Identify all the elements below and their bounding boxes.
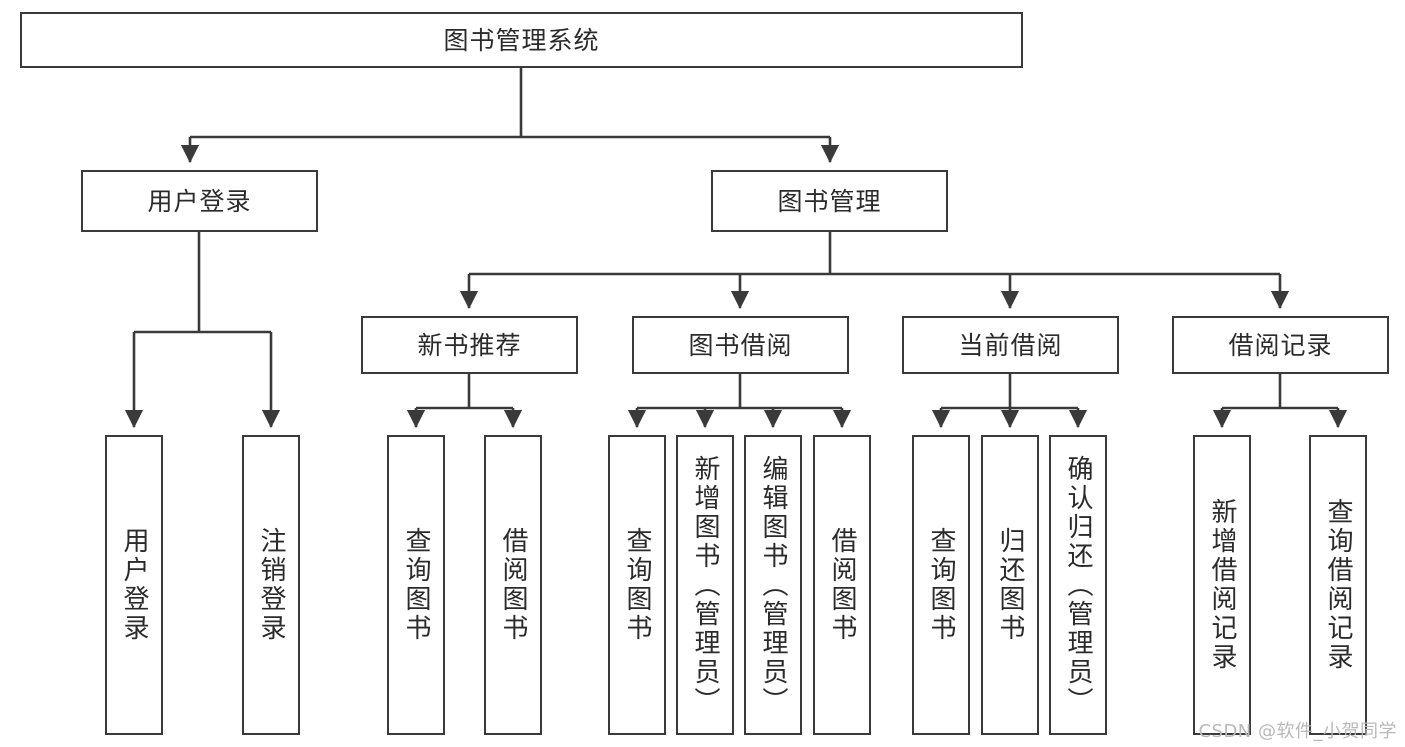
leaf-node-user-login[interactable]: 用户登录 — [105, 435, 163, 735]
node-label: 注销登录 — [256, 527, 287, 643]
node-label: 确认归还（管理员） — [1063, 454, 1094, 716]
node-book-borrowing[interactable]: 图书借阅 — [632, 316, 849, 374]
node-label: 图书借阅 — [688, 330, 793, 360]
node-root-book-management-system[interactable]: 图书管理系统 — [20, 12, 1023, 68]
leaf-node-confirm-return-admin[interactable]: 确认归还（管理员） — [1049, 435, 1107, 735]
node-label: 借阅记录 — [1228, 330, 1333, 360]
node-label: 图书管理系统 — [443, 25, 600, 55]
leaf-node-borrow-query-book[interactable]: 查询图书 — [608, 435, 666, 735]
node-label: 借阅图书 — [498, 527, 529, 643]
node-user-login[interactable]: 用户登录 — [81, 170, 318, 232]
leaf-node-user-logout[interactable]: 注销登录 — [242, 435, 300, 735]
node-label: 查询图书 — [622, 527, 653, 643]
node-label: 归还图书 — [995, 527, 1026, 643]
node-book-management[interactable]: 图书管理 — [711, 170, 948, 232]
leaf-node-query-borrow-record[interactable]: 查询借阅记录 — [1309, 435, 1367, 735]
node-current-borrowing[interactable]: 当前借阅 — [902, 316, 1119, 374]
csdn-watermark: CSDN @软件_小贺同学 — [1198, 721, 1397, 742]
leaf-node-rec-borrow-book[interactable]: 借阅图书 — [484, 435, 542, 735]
node-label: 查询图书 — [926, 527, 957, 643]
leaf-node-edit-book-admin[interactable]: 编辑图书（管理员） — [744, 435, 802, 735]
leaf-node-add-book-admin[interactable]: 新增图书（管理员） — [676, 435, 734, 735]
node-label: 用户登录 — [147, 186, 252, 216]
node-label: 编辑图书（管理员） — [758, 454, 789, 716]
node-label: 新书推荐 — [417, 330, 522, 360]
node-label: 当前借阅 — [958, 330, 1063, 360]
node-label: 用户登录 — [119, 527, 150, 643]
leaf-node-current-query-book[interactable]: 查询图书 — [912, 435, 970, 735]
node-label: 查询借阅记录 — [1323, 498, 1354, 672]
node-new-book-recommendation[interactable]: 新书推荐 — [361, 316, 578, 374]
leaf-node-add-borrow-record[interactable]: 新增借阅记录 — [1193, 435, 1251, 735]
leaf-node-borrow-book[interactable]: 借阅图书 — [813, 435, 871, 735]
node-label: 新增借阅记录 — [1207, 498, 1238, 672]
node-label: 查询图书 — [401, 527, 432, 643]
leaf-node-rec-query-book[interactable]: 查询图书 — [387, 435, 445, 735]
node-label: 图书管理 — [777, 186, 882, 216]
node-borrowing-record[interactable]: 借阅记录 — [1172, 316, 1389, 374]
leaf-node-return-book[interactable]: 归还图书 — [981, 435, 1039, 735]
node-label: 新增图书（管理员） — [690, 454, 721, 716]
node-label: 借阅图书 — [827, 527, 858, 643]
